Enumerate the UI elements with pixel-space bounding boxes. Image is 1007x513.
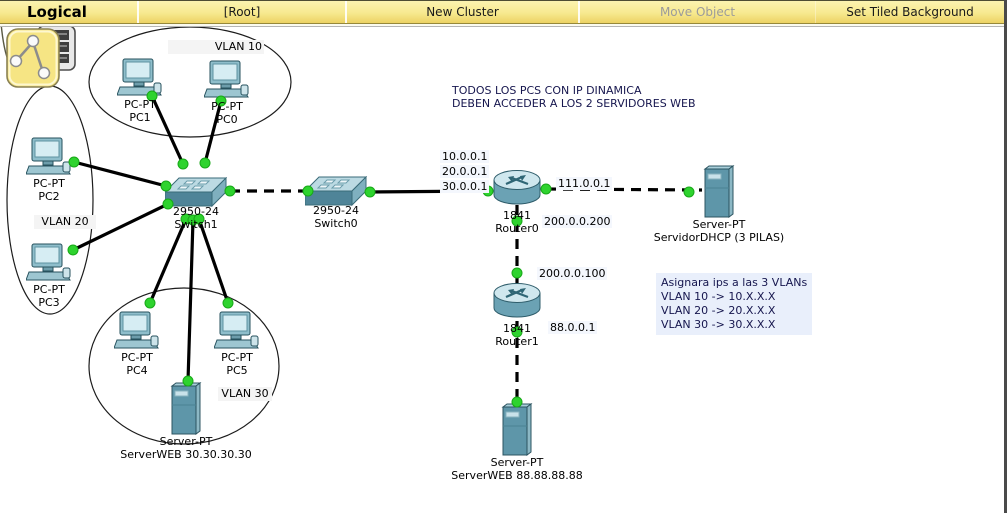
device-pc3[interactable] [25, 243, 72, 287]
port-up-dot [146, 90, 158, 102]
root-button[interactable]: [Root] [137, 1, 345, 23]
port-up-dot [144, 297, 156, 309]
ip-label: 88.0.0.1 [548, 321, 598, 334]
note-line: VLAN 10 -> 10.X.X.X [661, 290, 776, 303]
window-edge [1004, 0, 1007, 513]
port-up-dot [177, 158, 189, 170]
port-up-dot [511, 396, 523, 408]
logical-topology-icon[interactable] [6, 28, 60, 88]
ip-label: 200.0.0.100 [537, 267, 608, 280]
corner-nav [0, 22, 95, 102]
device-pc0[interactable] [203, 60, 250, 104]
vlan-group-ellipse [88, 287, 280, 445]
vlan-group-ellipse [88, 26, 292, 138]
vlan-group-label[interactable]: VLAN 10 [168, 40, 264, 54]
port-up-dot [160, 180, 172, 192]
port-up-dot [540, 183, 552, 195]
link-pc1-switch1[interactable] [150, 95, 185, 165]
port-up-dot [683, 186, 695, 198]
port-up-dot [199, 157, 211, 169]
device-pc4[interactable] [113, 311, 160, 355]
tab-logical[interactable]: Logical [27, 3, 87, 21]
pc-icon [213, 311, 259, 349]
ip-label: 30.0.0.1 [440, 180, 490, 193]
port-up-dot [215, 95, 227, 107]
link-pc0-switch1[interactable] [203, 100, 223, 164]
device-switch1[interactable] [163, 176, 228, 213]
device-web30[interactable] [169, 382, 203, 440]
server-icon [703, 165, 735, 218]
port-up-dot [364, 186, 376, 198]
port-up-dot [511, 267, 523, 279]
note-line: VLAN 20 -> 20.X.X.X [661, 304, 776, 317]
new-cluster-button[interactable]: New Cluster [345, 1, 578, 23]
device-pc2[interactable] [25, 137, 72, 181]
pc-icon [116, 58, 162, 96]
link-web30-switch1[interactable] [186, 219, 195, 382]
router-icon [493, 170, 541, 205]
move-object-button: Move Object [578, 1, 815, 23]
ip-label: 20.0.0.1 [440, 165, 490, 178]
topology-canvas[interactable]: TODOS LOS PCS CON IP DINAMICA DEBEN ACCE… [0, 22, 1004, 513]
device-switch0[interactable] [303, 175, 368, 212]
port-up-dot [67, 244, 79, 256]
device-pc1[interactable] [116, 58, 163, 102]
server-icon [170, 382, 202, 435]
port-up-dot [182, 375, 194, 387]
link-pc3-switch1[interactable] [72, 202, 169, 252]
pc-icon [113, 311, 159, 349]
server-icon [501, 403, 533, 456]
link-pc2-switch1[interactable] [73, 160, 167, 188]
ip-label: 10.0.0.1 [440, 150, 490, 163]
note-instructions[interactable]: TODOS LOS PCS CON IP DINAMICA DEBEN ACCE… [452, 84, 696, 110]
port-up-dot [302, 185, 314, 197]
pc-icon [25, 137, 71, 175]
switch-icon [303, 175, 368, 207]
port-up-dot [224, 185, 236, 197]
device-router1[interactable] [493, 281, 541, 325]
device-router0[interactable] [493, 168, 541, 212]
device-web88[interactable] [500, 403, 534, 461]
ip-label: 111.0.0.1 [556, 177, 613, 190]
port-up-dot [162, 198, 174, 210]
pc-icon [203, 60, 249, 98]
port-up-dot [511, 326, 523, 338]
port-up-dot [222, 297, 234, 309]
note-dhcp-assignment[interactable]: Asignara ips a las 3 VLANs VLAN 10 -> 10… [656, 273, 813, 335]
link-pc5-switch1[interactable] [197, 218, 230, 304]
router-icon [493, 283, 541, 318]
pc-icon [25, 243, 71, 281]
switch-icon [163, 176, 228, 208]
device-dhcp[interactable] [702, 165, 736, 223]
link-pc4-switch1[interactable] [148, 218, 188, 304]
port-up-dot [511, 215, 523, 227]
note-line: VLAN 30 -> 30.X.X.X [661, 318, 776, 331]
workspace-toolbar: Logical [Root] New Cluster Move Object S… [0, 0, 1004, 24]
port-up-dot [68, 156, 80, 168]
note-line: TODOS LOS PCS CON IP DINAMICA [452, 84, 642, 97]
ip-label: 200.0.0.200 [542, 215, 613, 228]
vlan-group-label[interactable]: VLAN 20 [34, 215, 96, 229]
vlan-group-label[interactable]: VLAN 30 [218, 387, 272, 401]
port-up-dot [193, 213, 205, 225]
note-line: Asignara ips a las 3 VLANs [661, 276, 808, 289]
device-pc5[interactable] [213, 311, 260, 355]
set-tiled-background-button[interactable]: Set Tiled Background [815, 1, 1004, 23]
note-line: DEBEN ACCEDER A LOS 2 SERVIDORES WEB [452, 97, 696, 110]
